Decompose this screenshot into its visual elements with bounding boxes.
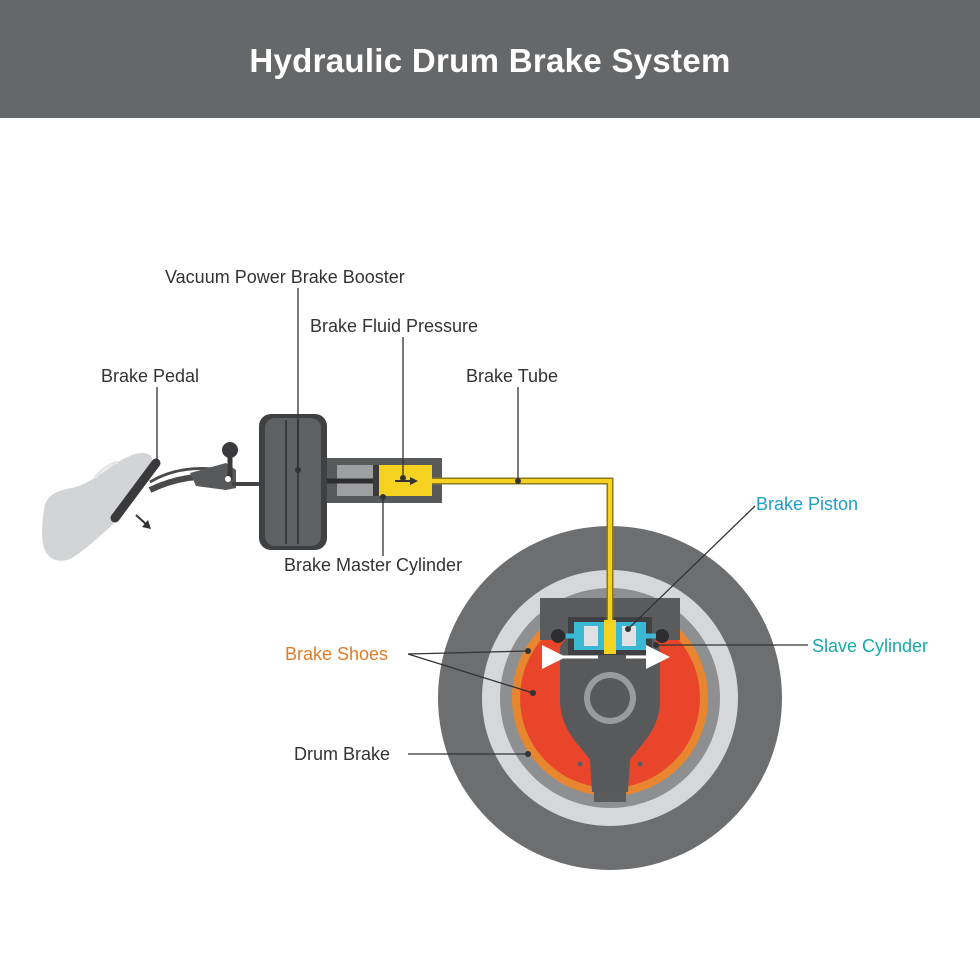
- brake-tube: [432, 477, 614, 620]
- master-cylinder: [327, 458, 442, 503]
- label-brake-pedal: Brake Pedal: [101, 366, 199, 386]
- label-fluid-pressure: Brake Fluid Pressure: [310, 316, 478, 336]
- leader-dots: [295, 467, 659, 757]
- page-title: Hydraulic Drum Brake System: [249, 42, 731, 79]
- drum-brake-assembly: [438, 526, 782, 870]
- label-master-cylinder: Brake Master Cylinder: [284, 555, 462, 575]
- brake-pedal: [110, 442, 238, 529]
- vacuum-booster: [259, 414, 327, 550]
- label-brake-piston: Brake Piston: [756, 494, 858, 514]
- label-drum-brake: Drum Brake: [294, 744, 390, 764]
- label-brake-tube: Brake Tube: [466, 366, 558, 386]
- title-banner: [0, 0, 980, 118]
- slave-cylinder: [542, 617, 670, 669]
- foot-icon: [42, 452, 153, 561]
- label-brake-shoes: Brake Shoes: [285, 644, 388, 664]
- label-vacuum-booster: Vacuum Power Brake Booster: [165, 267, 405, 287]
- leader-lines: [156, 288, 808, 755]
- label-slave-cylinder: Slave Cylinder: [812, 636, 928, 656]
